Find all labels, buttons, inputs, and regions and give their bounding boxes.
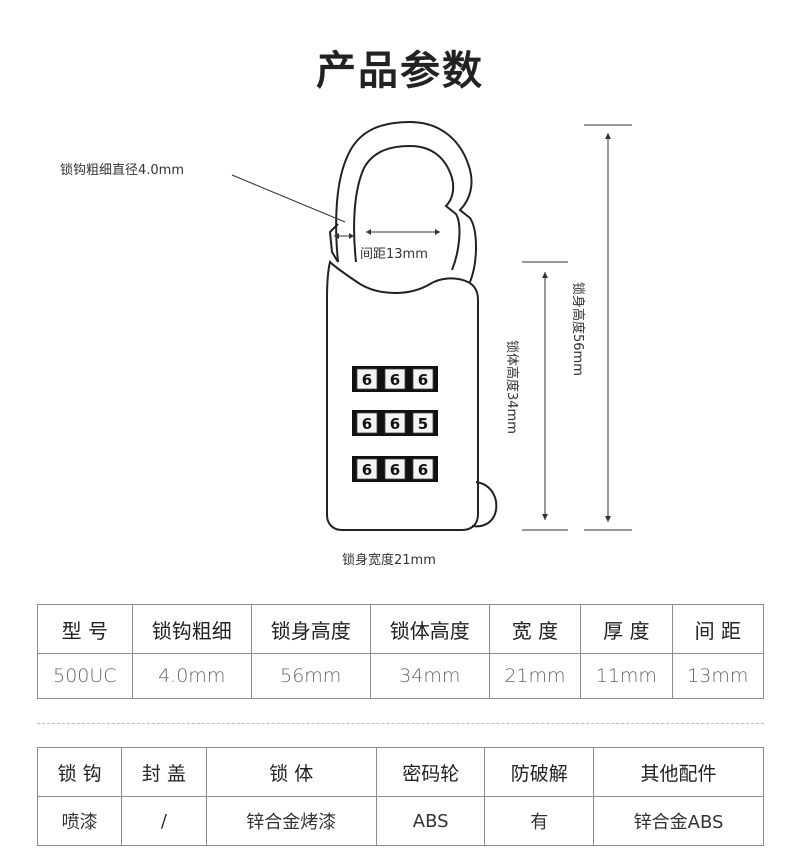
label-lock-height: 锁身高度56mm <box>570 282 586 376</box>
spec-value-row: 500UC 4.0mm 56mm 34mm 21mm 11mm 13mm <box>37 653 765 699</box>
label-body-width: 锁身宽度21mm <box>342 552 436 568</box>
arrowhead <box>349 233 354 239</box>
spec-value-cell: 13mm <box>671 653 765 699</box>
spec-value-cell: 56mm <box>250 653 371 699</box>
dial-wheel <box>412 412 434 434</box>
material-header-row: 锁 钩 封 盖 锁 体 密码轮 防破解 其他配件 <box>36 747 764 797</box>
spec-header-cell: 间 距 <box>671 604 765 654</box>
material-value-cell: ABS <box>375 796 486 846</box>
spec-header-row: 型 号 锁钩粗细 锁身高度 锁体高度 宽 度 厚 度 间 距 <box>37 604 765 654</box>
spec-value-cell: 11mm <box>580 653 673 699</box>
spec-header-cell: 宽 度 <box>488 604 582 654</box>
arrowhead <box>605 133 611 139</box>
arrowhead <box>542 514 548 520</box>
side-button <box>471 481 498 528</box>
material-header-cell: 封 盖 <box>121 747 207 797</box>
label-shackle-thickness: 锁钩粗细直径4.0mm <box>60 162 184 178</box>
spec-header-cell: 型 号 <box>37 604 133 654</box>
dial-digit: 5 <box>418 415 428 433</box>
arrowhead <box>542 272 548 278</box>
spec-value-cell: 4.0mm <box>131 653 252 699</box>
material-header-cell: 密码轮 <box>375 747 486 797</box>
arrowhead <box>435 229 440 235</box>
arrowhead <box>605 516 611 522</box>
material-table: 锁 钩 封 盖 锁 体 密码轮 防破解 其他配件 喷漆 / 锌合金烤漆 ABS … <box>36 747 764 846</box>
dial-wheel <box>356 458 378 480</box>
dial-wheel <box>384 458 406 480</box>
spec-value-cell: 500UC <box>37 653 133 699</box>
shackle-outer <box>335 120 477 283</box>
dial-wheel <box>384 368 406 390</box>
leader-line-thickness <box>231 174 346 223</box>
dial-digit: 6 <box>418 461 428 479</box>
dial-wheel <box>356 412 378 434</box>
spec-table: 型 号 锁钩粗细 锁身高度 锁体高度 宽 度 厚 度 间 距 500UC 4.0… <box>37 604 765 699</box>
dial-wheel <box>412 458 434 480</box>
arrowhead <box>366 229 371 235</box>
material-header-cell: 锁 钩 <box>36 747 123 797</box>
spec-value-cell: 21mm <box>488 653 582 699</box>
material-value-cell: 喷漆 <box>36 796 123 846</box>
page-title: 产品参数 <box>316 48 484 94</box>
material-value-cell: / <box>121 796 207 846</box>
dashed-divider <box>37 723 764 724</box>
spec-header-cell: 锁身高度 <box>250 604 371 654</box>
dial-wheel <box>384 412 406 434</box>
dial-digit: 6 <box>418 371 428 389</box>
spec-value-cell: 34mm <box>369 653 490 699</box>
material-value-cell: 锌合金烤漆 <box>205 796 377 846</box>
dial-digit: 6 <box>390 461 400 479</box>
dial-digit: 6 <box>390 415 400 433</box>
label-gap: 间距13mm <box>360 247 428 262</box>
material-header-cell: 锁 体 <box>205 747 377 797</box>
spec-header-cell: 厚 度 <box>580 604 673 654</box>
material-value-cell: 有 <box>484 796 595 846</box>
dial-digit: 6 <box>362 461 372 479</box>
material-value-cell: 锌合金ABS <box>593 796 764 846</box>
dial-digit: 6 <box>390 371 400 389</box>
dial-digit: 6 <box>362 371 372 389</box>
shackle-inner <box>353 144 461 271</box>
arrowhead <box>334 233 339 239</box>
dial-wheel <box>412 368 434 390</box>
material-header-cell: 其他配件 <box>593 747 764 797</box>
label-body-height: 锁体高度34mm <box>504 340 520 434</box>
spec-header-cell: 锁钩粗细 <box>131 604 252 654</box>
shackle-notch <box>328 223 339 263</box>
material-header-cell: 防破解 <box>484 747 595 797</box>
lock-body <box>326 260 479 531</box>
dial-wheel <box>356 368 378 390</box>
spec-header-cell: 锁体高度 <box>369 604 490 654</box>
material-value-row: 喷漆 / 锌合金烤漆 ABS 有 锌合金ABS <box>36 796 764 846</box>
dial-digit: 6 <box>362 415 372 433</box>
